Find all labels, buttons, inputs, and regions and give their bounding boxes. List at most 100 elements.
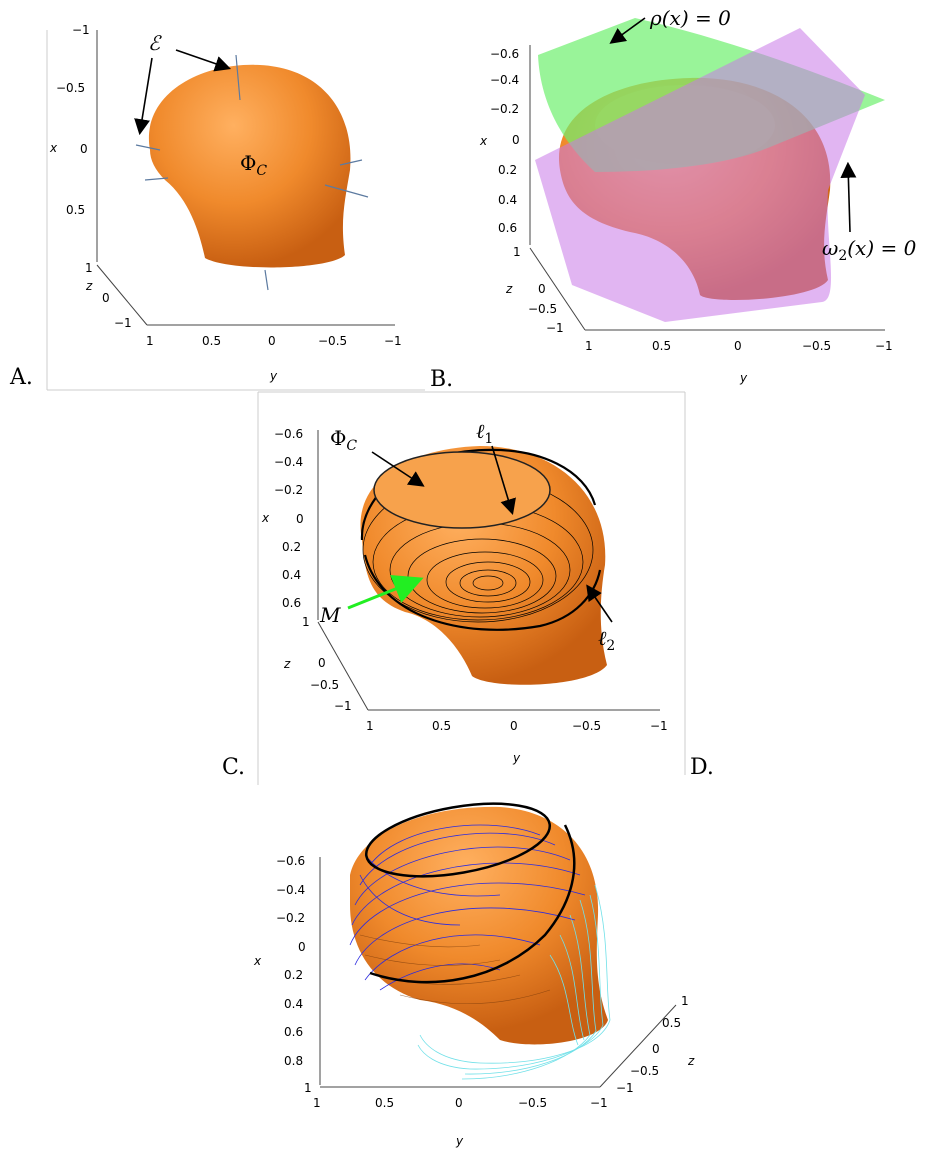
z-tick-label: −1 xyxy=(114,316,132,330)
y-tick-label: 0.5 xyxy=(202,334,221,348)
ellipse-l1 xyxy=(373,451,551,529)
eigen-line xyxy=(339,159,363,166)
label-l1: ℓ1 xyxy=(476,419,493,447)
z-axis-label: z xyxy=(505,282,513,296)
x-tick-label: 0 xyxy=(80,142,88,156)
panel-c: −0.6 −0.4 −0.2 0 0.2 0.4 0.6 x 1 0 −0.5 … xyxy=(200,390,735,785)
z-tick-label: 1 xyxy=(85,261,93,275)
z-tick-label: −0.5 xyxy=(310,678,339,692)
x-tick-label: 0.4 xyxy=(284,997,303,1011)
y-tick-label: 0 xyxy=(268,334,276,348)
x-tick-label: −0.2 xyxy=(276,911,305,925)
arrow-e-left xyxy=(134,57,153,136)
panel-label-a: A. xyxy=(10,365,33,390)
eigen-line xyxy=(135,144,161,151)
label-omega-2: ω2(x) = 0 xyxy=(822,236,917,264)
arrow-e-right xyxy=(175,49,232,72)
label-l2: ℓ2 xyxy=(598,626,615,654)
panel-label-b: B. xyxy=(430,367,454,392)
y-tick-label: 0.5 xyxy=(652,339,671,353)
x-tick-label: 0 xyxy=(296,512,304,526)
y-tick-label: 1 xyxy=(585,339,593,353)
z-tick-label: 1 xyxy=(681,994,689,1008)
x-tick-label: 0 xyxy=(512,133,520,147)
surface-phi-c xyxy=(148,64,351,268)
panel-b-plot: −0.6 −0.4 −0.2 0 0.2 0.4 0.6 x 1 0 −0.5 … xyxy=(479,6,917,385)
x-tick-label: −0.4 xyxy=(276,883,305,897)
arrow-l1 xyxy=(491,445,516,516)
panel-label-d: D. xyxy=(690,755,714,780)
arrow-l2 xyxy=(586,584,613,623)
y-tick-label: 0 xyxy=(510,719,518,733)
z-axis-label: z xyxy=(85,279,93,293)
z-axis-label: z xyxy=(283,657,291,671)
z-tick-label: 0.5 xyxy=(662,1016,681,1030)
y-tick-label: 0.5 xyxy=(432,719,451,733)
z-tick-label: 1 xyxy=(513,245,521,259)
z-tick-label: 0 xyxy=(652,1042,660,1056)
y-tick-label: −1 xyxy=(650,719,668,733)
x-tick-label: 0.6 xyxy=(284,1025,303,1039)
x-tick-label: 0.2 xyxy=(282,540,301,554)
x-tick-label: 0 xyxy=(298,940,306,954)
panel-a: −1 −0.5 0 0.5 x 1 0 −1 z 1 0.5 0 −0.5 −1… xyxy=(0,0,430,395)
x-tick-label: 1 xyxy=(304,1081,312,1095)
panel-d-plot: −0.6 −0.4 −0.2 0 0.2 0.4 0.6 0.8 1 x 1 0… xyxy=(253,802,695,1148)
y-tick-label: 0.5 xyxy=(375,1096,394,1110)
label-rho: ρ(x) = 0 xyxy=(649,6,731,30)
panel-a-plot: −1 −0.5 0 0.5 x 1 0 −1 z 1 0.5 0 −0.5 −1… xyxy=(46,23,425,391)
z-tick-label: 0 xyxy=(538,282,546,296)
eigen-line xyxy=(235,54,241,101)
y-tick-label: −0.5 xyxy=(518,1096,547,1110)
x-axis-label: x xyxy=(479,134,488,148)
x-tick-label: −0.6 xyxy=(490,47,519,61)
ellipse-l1 xyxy=(364,802,552,878)
x-tick-label: 0.8 xyxy=(284,1054,303,1068)
arrow-phi-c xyxy=(371,451,425,487)
z-tick-label: 1 xyxy=(302,615,310,629)
x-tick-label: −0.2 xyxy=(490,102,519,116)
z-axis-line xyxy=(529,247,586,331)
x-tick-label: −0.4 xyxy=(490,73,519,87)
z-tick-label: −1 xyxy=(616,1081,634,1095)
x-tick-label: −1 xyxy=(72,23,90,37)
y-tick-label: −1 xyxy=(384,334,402,348)
z-tick-label: −1 xyxy=(546,321,564,335)
y-tick-label: 1 xyxy=(366,719,374,733)
y-tick-label: 1 xyxy=(313,1096,321,1110)
y-tick-label: −1 xyxy=(875,339,893,353)
y-axis-label: y xyxy=(739,371,748,385)
x-tick-label: −0.6 xyxy=(276,854,305,868)
z-tick-label: 0 xyxy=(318,656,326,670)
x-tick-label: −0.4 xyxy=(274,455,303,469)
panel-d: −0.6 −0.4 −0.2 0 0.2 0.4 0.6 0.8 1 x 1 0… xyxy=(200,795,735,1159)
plane-omega-2 xyxy=(535,28,865,322)
x-tick-label: −0.6 xyxy=(274,427,303,441)
label-m: M xyxy=(319,603,341,627)
z-axis-line xyxy=(96,264,148,326)
y-tick-label: −1 xyxy=(590,1096,608,1110)
arrow-rho xyxy=(609,17,646,44)
curve-l2 xyxy=(369,824,576,984)
panel-label-c: C. xyxy=(222,755,246,780)
z-tick-label: 0 xyxy=(102,291,110,305)
curve-l1-outer xyxy=(360,448,597,541)
label-phi-c: ΦC xyxy=(330,426,357,454)
x-tick-label: 0.5 xyxy=(66,203,85,217)
x-tick-label: −0.5 xyxy=(56,81,85,95)
arrow-omega-2 xyxy=(840,161,857,233)
y-tick-label: −0.5 xyxy=(318,334,347,348)
x-axis-label: x xyxy=(49,141,58,155)
eigen-line xyxy=(264,269,269,291)
z-tick-label: −0.5 xyxy=(630,1064,659,1078)
eigen-line xyxy=(324,184,369,198)
x-tick-label: 0.2 xyxy=(498,163,517,177)
y-axis-label: y xyxy=(512,751,521,765)
label-phi-c: ΦC xyxy=(240,151,267,179)
orbits-blue xyxy=(349,824,586,991)
x-axis-label: x xyxy=(253,954,262,968)
panel-b: −0.6 −0.4 −0.2 0 0.2 0.4 0.6 x 1 0 −0.5 … xyxy=(430,0,935,395)
arrow-m xyxy=(347,574,424,610)
y-tick-label: 0 xyxy=(734,339,742,353)
y-tick-label: −0.5 xyxy=(802,339,831,353)
